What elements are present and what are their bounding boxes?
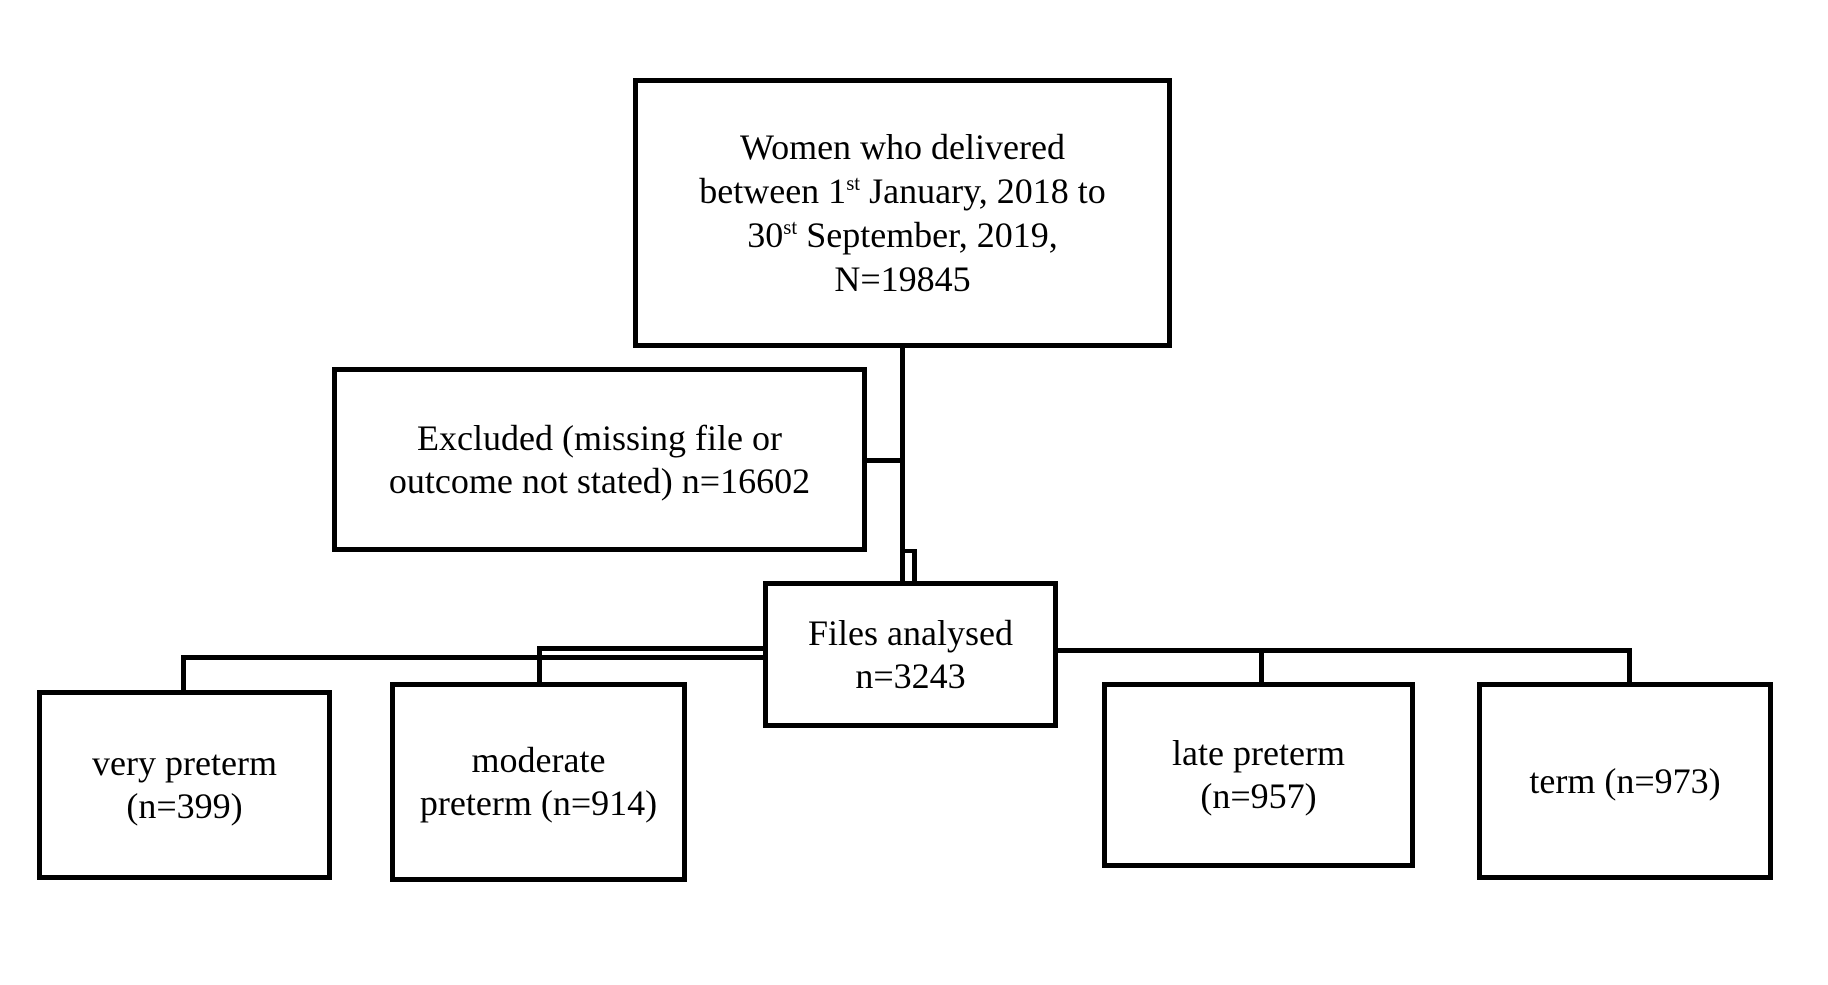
box-very-preterm-text: very preterm(n=399): [92, 743, 277, 826]
connector-to-very-preterm: [181, 655, 186, 693]
connector-left-horizontal-upper: [537, 646, 765, 651]
box-late-preterm-text: late preterm(n=957): [1172, 733, 1345, 816]
connector-top-to-files: [900, 343, 905, 583]
connector-left-horizontal-lower: [181, 655, 765, 660]
connector-excluded-branch: [862, 458, 905, 463]
box-term: term (n=973): [1477, 682, 1773, 880]
connector-right-horizontal: [1056, 648, 1632, 653]
box-term-text: term (n=973): [1529, 760, 1721, 801]
connector-to-moderate-preterm: [537, 646, 542, 685]
box-late-preterm: late preterm(n=957): [1102, 682, 1415, 868]
connector-to-term: [1627, 648, 1632, 685]
connector-stub-vertical: [912, 549, 917, 583]
connector-to-late-preterm: [1259, 648, 1264, 685]
box-very-preterm: very preterm(n=399): [37, 690, 332, 880]
connector-stub-cap: [900, 549, 917, 553]
